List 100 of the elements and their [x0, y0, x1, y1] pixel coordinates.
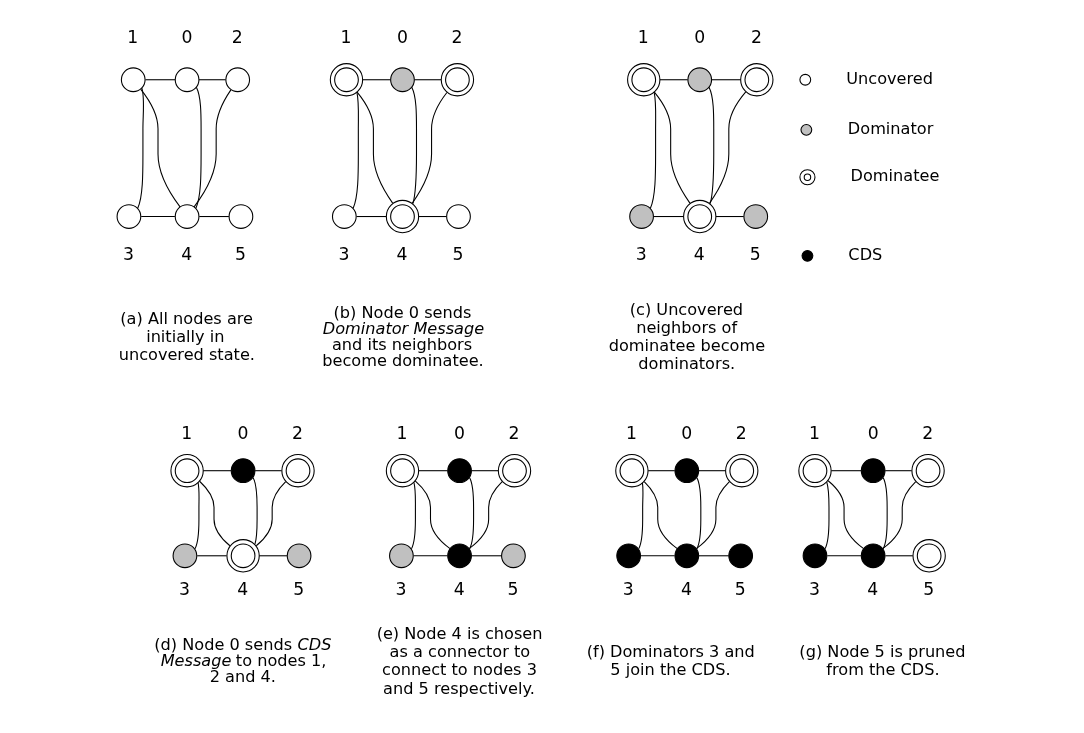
connector: [136, 87, 144, 209]
connector: [649, 91, 656, 209]
node-label: 1: [180, 423, 192, 444]
connector: [196, 555, 227, 557]
node-label: 4: [680, 579, 692, 600]
node-circle: [742, 204, 768, 229]
node-label: 2: [921, 423, 933, 444]
connector: [710, 79, 741, 81]
connector: [698, 555, 729, 557]
label: (f) Dominators 3 and 5 join the CDS.: [586, 642, 755, 680]
node-label: 0: [453, 423, 465, 444]
node-circle: [286, 543, 311, 569]
node-label: 0: [237, 423, 249, 444]
connector: [882, 477, 888, 550]
connector: [470, 470, 499, 472]
node-circle: [911, 539, 946, 573]
connector: [417, 470, 448, 472]
connector: [830, 470, 862, 472]
node-label: 5: [507, 579, 518, 600]
legend-label: Dominatee: [850, 165, 939, 185]
node-label: 3: [394, 579, 406, 600]
label: (b) Node 0 sends Dominator Message and its neighbors become dominatee.: [321, 302, 484, 371]
node-circle: [497, 454, 531, 488]
connector: [695, 477, 701, 550]
node-label: 3: [337, 243, 349, 264]
node-circle: [686, 67, 712, 93]
node-circle: [445, 204, 471, 229]
node-circle: [626, 63, 660, 97]
connector: [410, 481, 416, 550]
connector: [193, 89, 231, 208]
connector: [708, 86, 714, 205]
connector: [826, 555, 861, 557]
node-circle: [724, 454, 758, 488]
node-circle: [174, 67, 199, 93]
connector: [827, 480, 864, 550]
node-label: 0: [680, 423, 692, 444]
node-label: 1: [625, 423, 637, 444]
node-label: 0: [396, 27, 408, 48]
connector: [254, 470, 282, 472]
node-label: 2: [291, 423, 303, 444]
connector: [140, 216, 175, 218]
node-label: 2: [450, 27, 462, 48]
connector: [468, 481, 503, 550]
label: (c) Uncovered neighbors of dominatee become dominators.: [608, 299, 765, 374]
connector: [202, 470, 231, 472]
node-label: 1: [808, 423, 820, 444]
label: (a) All nodes are initially in uncovered state.: [118, 308, 255, 365]
node-label: 0: [181, 27, 193, 48]
node-label: 5: [452, 243, 464, 264]
connector: [884, 555, 913, 557]
node-label: 5: [292, 579, 304, 600]
connector: [197, 79, 226, 81]
connector: [198, 216, 229, 218]
node-circle: [385, 454, 419, 488]
node-label: 4: [236, 579, 248, 600]
node-circle: [446, 543, 472, 569]
connector: [355, 216, 387, 218]
node-label: 5: [922, 579, 934, 600]
connector: [139, 88, 181, 208]
connector: [411, 91, 447, 204]
node-label: 0: [693, 27, 705, 48]
label: (g) Node 5 is pruned from the CDS.: [798, 642, 966, 680]
node-circle: [727, 543, 753, 569]
node-circle: [860, 458, 886, 484]
connector: [412, 555, 448, 557]
node-circle: [910, 454, 945, 488]
node-circle: [446, 458, 472, 484]
connector: [884, 470, 912, 472]
connector: [708, 91, 746, 204]
connector: [658, 79, 688, 81]
node-label: 1: [126, 27, 138, 48]
node-label: 1: [396, 423, 408, 444]
connector: [352, 91, 359, 209]
node-circle: [116, 204, 141, 229]
connector: [468, 477, 474, 550]
node-circle: [860, 543, 886, 569]
node-circle: [224, 67, 250, 93]
node-circle: [673, 458, 699, 484]
connector: [356, 91, 393, 204]
node-circle: [280, 454, 315, 488]
node-circle: [169, 454, 204, 488]
connector: [653, 91, 690, 204]
node-circle: [628, 204, 654, 229]
node-circle: [440, 63, 474, 97]
label: (d) Node 0 sends CDS Message to nodes 1, 2 and 4.: [153, 635, 331, 687]
connector: [258, 555, 287, 557]
connector: [643, 481, 678, 550]
connector: [414, 480, 451, 550]
label: (e) Node 4 is chosen as a connector to connect to nodes 3 and 5 respectively.: [376, 623, 543, 698]
connector: [255, 481, 286, 547]
connector: [361, 79, 391, 81]
connector: [637, 482, 643, 550]
node-circle: [614, 454, 649, 488]
node-label: 5: [749, 243, 761, 264]
node-circle: [120, 67, 146, 93]
node-circle: [797, 454, 832, 488]
node-circle: [388, 543, 414, 569]
connector: [652, 216, 684, 218]
node-circle: [385, 199, 419, 234]
node-circle: [682, 199, 716, 234]
